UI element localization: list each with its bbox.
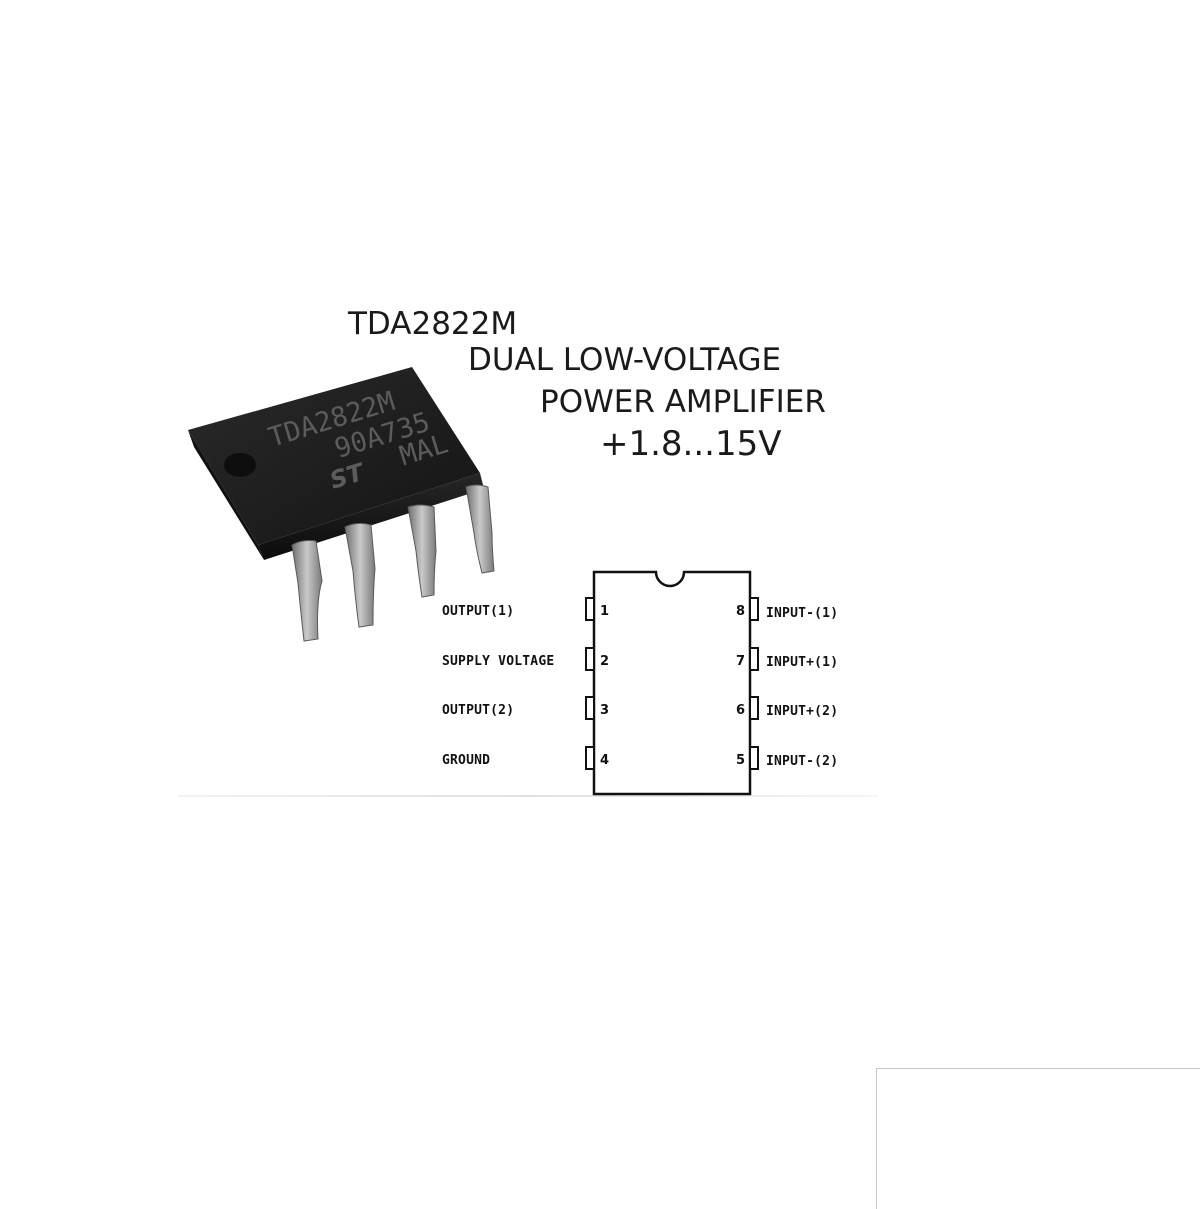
pin-2: 2 SUPPLY VOLTAGE xyxy=(442,647,609,671)
pin-3: 3 OUTPUT(2) xyxy=(442,696,609,720)
pin-label-output2: OUTPUT(2) xyxy=(442,703,514,718)
pin-label-input-plus-2: INPUT+(2) xyxy=(766,704,838,719)
pin-number: 1 xyxy=(600,604,609,619)
pin-6: 6 INPUT+(2) xyxy=(736,696,838,720)
pin-label-ground: GROUND xyxy=(442,753,490,768)
pin-number: 4 xyxy=(600,753,609,768)
pin-number: 3 xyxy=(600,703,609,718)
front-pins xyxy=(291,484,495,642)
pin-label-input-plus-1: INPUT+(1) xyxy=(766,655,838,670)
scan-artifact-line xyxy=(178,795,878,797)
pin-8: 8 INPUT-(1) xyxy=(736,597,838,621)
chip-body-side xyxy=(258,473,484,560)
package-outline xyxy=(592,570,752,796)
pin-label-supply-voltage: SUPPLY VOLTAGE xyxy=(442,654,554,669)
pin-number: 2 xyxy=(600,654,609,669)
pin-number: 7 xyxy=(736,654,745,669)
pin-5: 5 INPUT-(2) xyxy=(736,746,838,770)
empty-corner-frame xyxy=(876,1068,1200,1209)
supply-voltage-range: +1.8...15V xyxy=(600,424,782,464)
chip-notch xyxy=(224,453,256,477)
pin-1: 1 OUTPUT(1) xyxy=(442,597,609,621)
pin-label-input-minus-2: INPUT-(2) xyxy=(766,754,838,769)
pin-number: 5 xyxy=(736,753,745,768)
chip-body-top xyxy=(188,367,480,545)
pin-7: 7 INPUT+(1) xyxy=(736,647,838,671)
pin-label-input-minus-1: INPUT-(1) xyxy=(766,606,838,621)
pin-number: 8 xyxy=(736,604,745,619)
part-number-title: TDA2822M xyxy=(348,306,518,342)
description-line-2: POWER AMPLIFIER xyxy=(540,384,826,420)
description-line-1: DUAL LOW-VOLTAGE xyxy=(468,342,782,378)
pin-number: 6 xyxy=(736,703,745,718)
pin-label-output1: OUTPUT(1) xyxy=(442,604,514,619)
chip-photo: TDA2822M 90A735 MAL ST xyxy=(188,367,495,642)
pin-4: 4 GROUND xyxy=(442,746,609,770)
pinout-diagram: 1 OUTPUT(1) 2 SUPPLY VOLTAGE 3 OUTPUT(2)… xyxy=(442,570,838,796)
